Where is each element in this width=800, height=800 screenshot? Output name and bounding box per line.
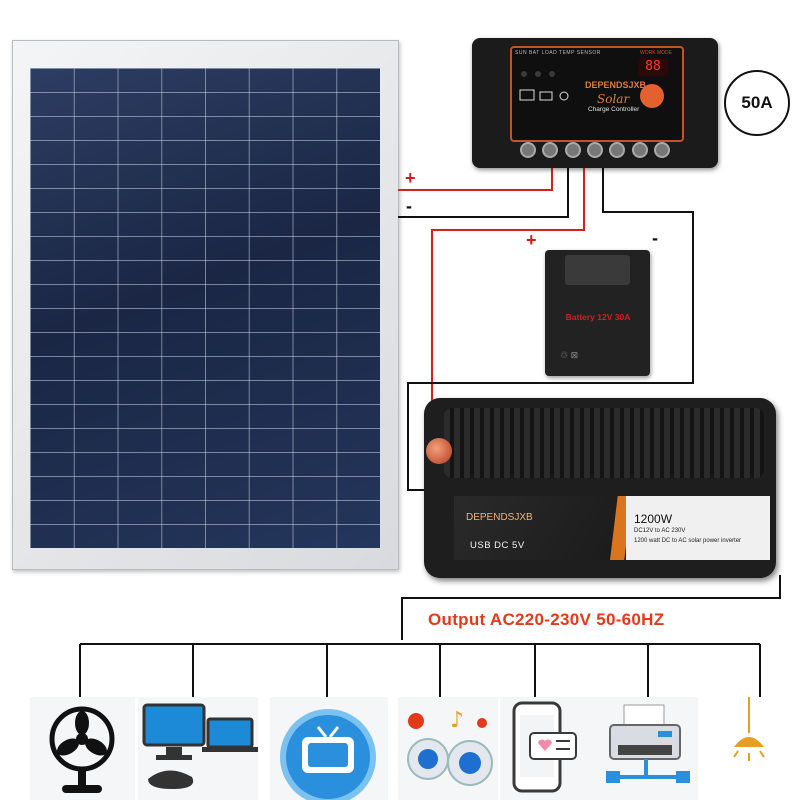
battery-label: Battery 12V 30A: [565, 312, 631, 322]
svg-text:♪: ♪: [450, 708, 464, 733]
controller-terminals: [520, 142, 670, 160]
terminal-screw: [609, 142, 626, 158]
inverter-label-panel: [454, 496, 634, 560]
current-rating-badge: 50A: [724, 70, 790, 136]
speaker-icon: ♪: [398, 697, 498, 800]
terminal-screw: [520, 142, 536, 158]
bulb-icon: [559, 91, 569, 101]
tv-icon: [270, 697, 388, 800]
terminal-screw: [653, 142, 670, 158]
bat-led: [535, 71, 541, 77]
wire-panel-negative: [398, 168, 569, 218]
battery-top: [565, 255, 630, 285]
inverter-desc-line2: 1200 watt DC to AC solar power inverter: [634, 538, 742, 544]
wire-output-feed: [401, 575, 781, 640]
inverter-terminal: [426, 438, 452, 464]
panel-icon: [519, 89, 535, 101]
inverter-usb-label: USB DC 5V: [470, 540, 525, 551]
load-led: [549, 71, 555, 77]
work-mode-label: WORK MODE: [640, 50, 672, 56]
inverter-wattage: 1200W: [634, 512, 673, 526]
minus-sign: -: [652, 228, 658, 248]
terminal-screw: [542, 142, 559, 158]
terminal-screw: [586, 142, 603, 158]
inverter-heatsink: [444, 408, 764, 478]
sun-led: [521, 71, 527, 77]
battery-icon: [539, 91, 553, 101]
wire-battery-negative: [407, 168, 694, 491]
computer-icon: [138, 697, 258, 800]
fan-icon: [30, 697, 135, 800]
terminal-screw: [564, 142, 581, 158]
controller-product: Solar: [597, 92, 630, 106]
controller-subtitle: Charge Controller: [588, 106, 640, 113]
minus-sign: -: [406, 196, 412, 216]
printer-icon: [600, 697, 698, 800]
solar-panel-cells: [30, 68, 380, 548]
wire-panel-positive: [398, 168, 553, 191]
inverter-spec-panel: [626, 496, 770, 560]
wire-battery-positive: [431, 168, 585, 400]
inverter-brand: DEPENDSJXB: [466, 512, 533, 523]
mode-button: [640, 84, 664, 108]
controller-icons: [519, 71, 569, 101]
terminal-screw: [631, 142, 648, 158]
smartphone-icon: [500, 697, 600, 800]
controller-brand: DEPENDSJXB: [585, 80, 647, 90]
plus-sign: +: [526, 230, 537, 250]
output-spec: Output AC220-230V 50-60HZ: [428, 610, 665, 629]
controller-display: 88: [638, 58, 668, 76]
plus-sign: +: [405, 168, 416, 188]
recycle-icon: ♲ ⊠: [560, 350, 579, 360]
lamp-icon: [700, 697, 798, 800]
inverter-desc-line1: DC12V to AC 230V: [634, 528, 686, 534]
indicator-labels: SUN BAT LOAD TEMP SENSOR: [515, 50, 601, 56]
